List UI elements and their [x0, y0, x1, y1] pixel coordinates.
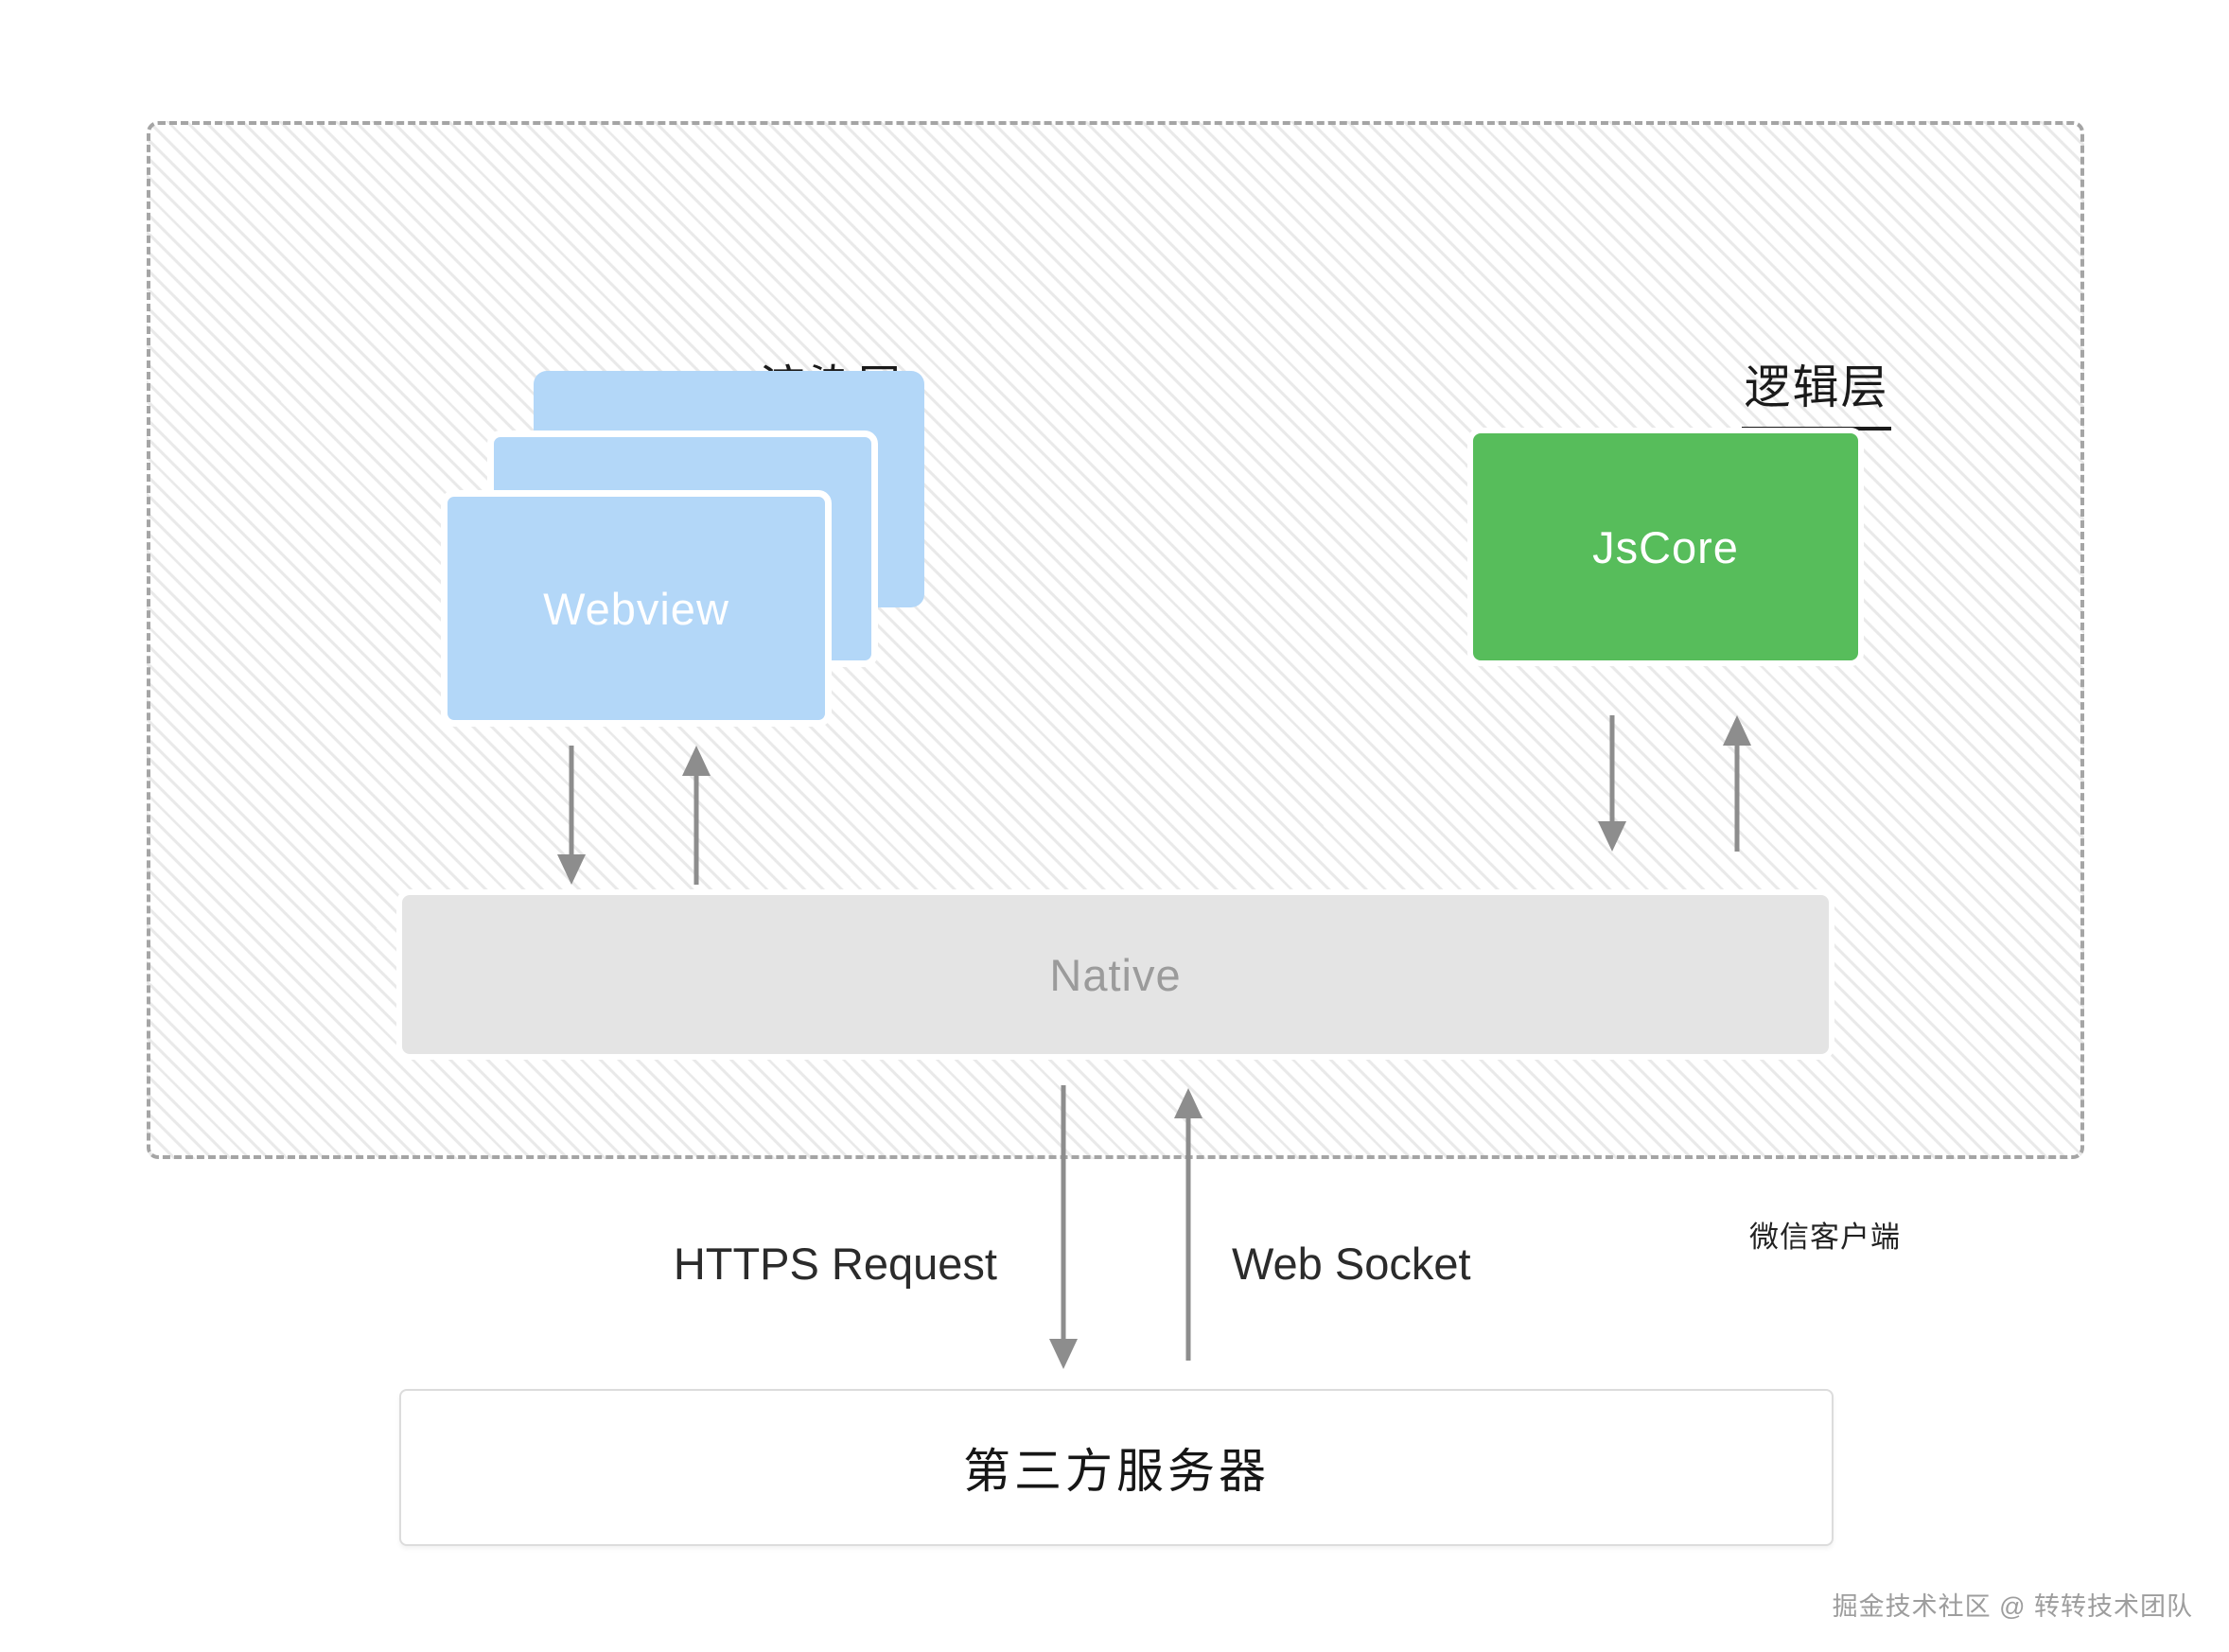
arrow-head-down-icon [557, 854, 586, 885]
arrow-head-up-icon [1723, 715, 1751, 746]
native-bar: Native [396, 889, 1834, 1060]
third-party-server-box: 第三方服务器 [399, 1389, 1834, 1546]
webview-to-native-arrow [556, 746, 587, 885]
web-socket-label: Web Socket [1232, 1239, 1471, 1289]
native-label: Native [1049, 949, 1182, 1000]
native-to-jscore-arrow [1722, 715, 1752, 852]
jscore-box: JsCore [1467, 428, 1864, 666]
arrow-shaft [693, 772, 699, 885]
watermark-text: 掘金技术社区 @ 转转技术团队 [1832, 1592, 2193, 1621]
arrow-shaft [1734, 742, 1740, 852]
arrow-head-up-icon [682, 746, 711, 776]
native-to-webview-arrow [681, 746, 711, 885]
logic-layer-title-text: 逻辑层 [1742, 350, 1891, 431]
webview-label: Webview [543, 583, 729, 634]
server-to-native-websocket-arrow [1173, 1088, 1203, 1361]
webview-card-front: Webview [441, 490, 832, 727]
native-to-server-https-arrow [1048, 1085, 1079, 1369]
arrow-shaft [1061, 1085, 1066, 1343]
arrow-shaft [1609, 715, 1615, 825]
https-request-label: HTTPS Request [673, 1239, 997, 1289]
jscore-label: JsCore [1592, 521, 1739, 572]
jscore-to-native-arrow [1597, 715, 1627, 852]
arrow-shaft [569, 746, 574, 858]
third-party-server-label: 第三方服务器 [963, 1445, 1270, 1498]
arrow-head-down-icon [1049, 1339, 1078, 1369]
logic-layer-title: 逻辑层 [1627, 350, 2006, 431]
wechat-client-label: 微信客户端 [1749, 1221, 1901, 1254]
arrow-head-down-icon [1598, 821, 1626, 852]
arrow-head-up-icon [1174, 1088, 1202, 1118]
arrow-shaft [1185, 1115, 1191, 1361]
